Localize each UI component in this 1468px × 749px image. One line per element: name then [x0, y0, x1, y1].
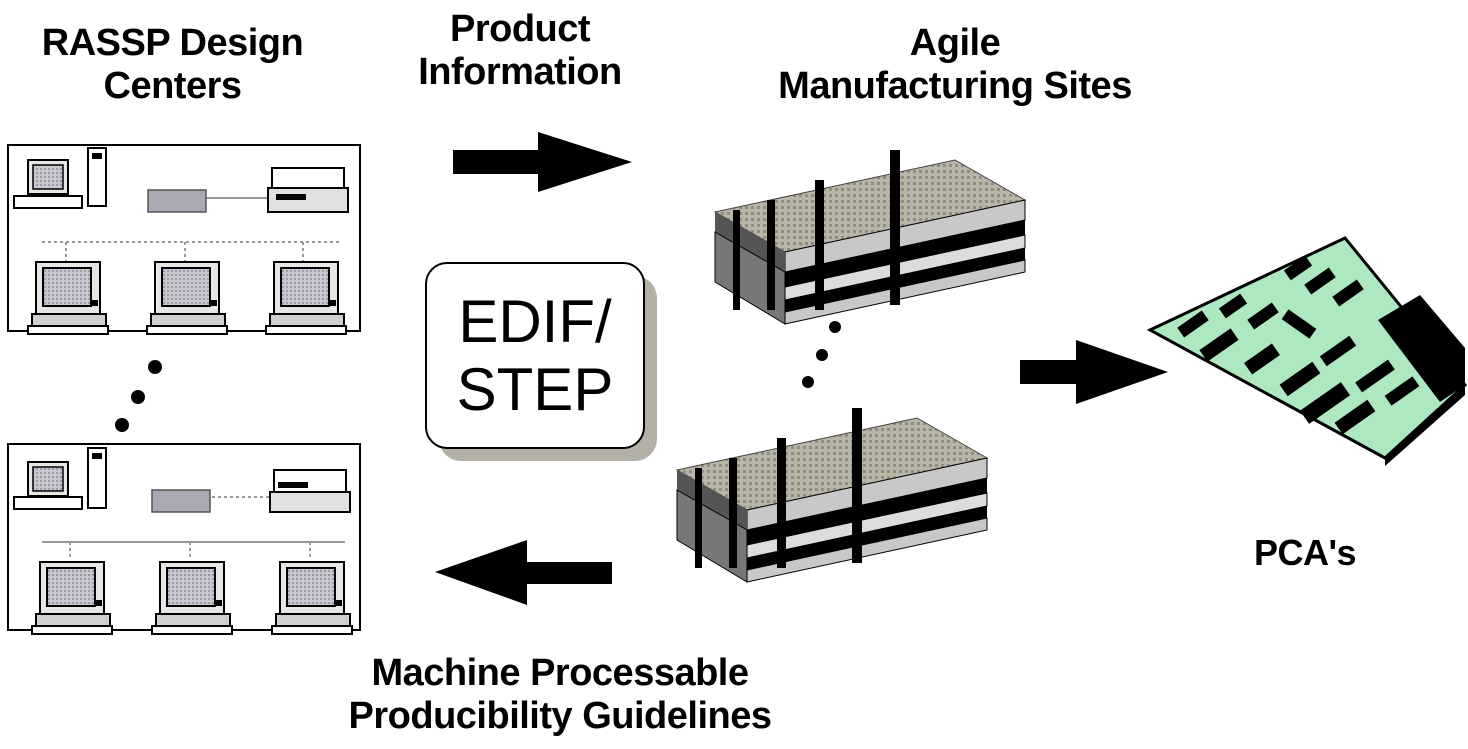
workstation-icon: [151, 561, 233, 635]
printer-icon: [267, 167, 349, 213]
workstation-icon: [265, 261, 347, 335]
tower-icon: [87, 147, 107, 207]
workstation-icon: [27, 261, 109, 335]
manufacturing-sites-title: Agile Manufacturing Sites: [778, 22, 1132, 107]
ellipsis-dot: [802, 376, 814, 388]
workstation-icon: [271, 561, 353, 635]
workstation-icon: [13, 159, 83, 209]
workstation-icon: [31, 561, 113, 635]
edif-step-box: EDIF/ STEP: [425, 262, 657, 461]
printer-icon: [269, 469, 351, 513]
arrow-icon: [435, 540, 612, 605]
tower-icon: [87, 447, 107, 509]
building-icon: [714, 149, 1026, 325]
pcas-label: PCA's: [1253, 532, 1357, 573]
arrow-icon: [1020, 340, 1168, 404]
workstation-icon: [146, 261, 228, 335]
ellipsis-dot: [148, 360, 162, 374]
server-icon: [147, 189, 207, 213]
ellipsis-dot: [816, 349, 828, 361]
ellipsis-dot: [829, 321, 841, 333]
arrow-icon: [453, 132, 632, 192]
workstation-icon: [13, 461, 83, 510]
server-icon: [151, 489, 211, 513]
product-information-label: Product Information: [418, 8, 622, 93]
design-center-panel-top: [7, 144, 361, 335]
edif-step-panel: EDIF/ STEP: [425, 262, 645, 449]
building-icon: [676, 407, 988, 583]
ellipsis-dot: [115, 418, 129, 432]
guidelines-label: Machine Processable Producibility Guidel…: [348, 652, 772, 737]
circuit-board-icon: [1146, 236, 1468, 466]
edif-step-label: EDIF/ STEP: [456, 288, 614, 423]
ellipsis-dot: [131, 390, 145, 404]
design-centers-title: RASSP Design Centers: [41, 22, 304, 107]
design-center-panel-bottom: [7, 443, 361, 635]
